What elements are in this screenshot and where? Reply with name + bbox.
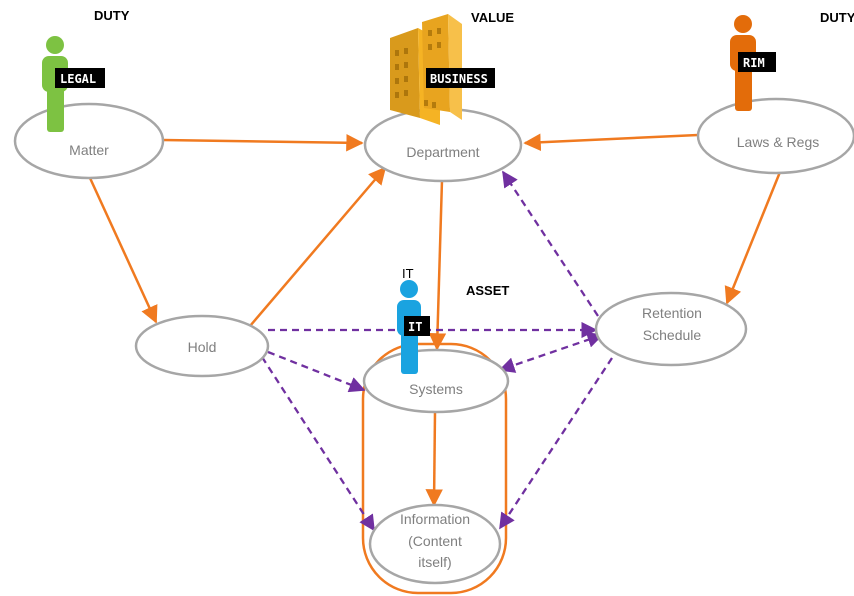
- node-hold: Hold: [134, 314, 270, 378]
- it-caption: IT: [402, 266, 414, 281]
- duty-left-header: DUTY: [94, 8, 130, 23]
- information-label-line2: (Content: [408, 533, 462, 549]
- asset-header: ASSET: [466, 283, 509, 298]
- arrow-retention-systems: [498, 332, 604, 373]
- arrow-matter-department: [162, 134, 364, 152]
- it-badge: [404, 316, 430, 336]
- rim-badge-text: RIM: [743, 56, 765, 70]
- arrow-retention-information: [499, 357, 613, 530]
- duty-right-header: DUTY: [820, 10, 854, 25]
- purple-arrows: [261, 170, 613, 532]
- information-label-line1: Information: [400, 511, 470, 527]
- hold-shape: [134, 314, 270, 378]
- information-label-line3: itself): [418, 554, 451, 570]
- arrow-matter-hold: [88, 177, 158, 324]
- arrow-hold-department: [249, 166, 387, 327]
- node-department: Department: [363, 107, 523, 183]
- node-matter: Matter: [13, 102, 165, 180]
- laws-regs-shape: [696, 97, 854, 175]
- business-badge: [426, 68, 495, 88]
- node-retention-schedule: Retention Schedule: [594, 291, 748, 367]
- rim-person-icon: RIM: [730, 15, 776, 111]
- orange-arrows: [88, 133, 782, 507]
- retention-shape: [594, 291, 748, 367]
- business-badge-text: BUSINESS: [430, 72, 488, 86]
- legal-badge: [55, 68, 105, 88]
- retention-label-line1: Retention: [642, 305, 702, 321]
- node-laws-regs: Laws & Regs: [696, 97, 854, 175]
- it-person-icon: IT: [397, 280, 430, 374]
- legal-badge-text: LEGAL: [60, 72, 96, 86]
- business-building-icon: BUSINESS: [390, 14, 495, 125]
- arrow-hold-systems: [267, 350, 366, 393]
- arrow-department-systems: [428, 179, 447, 351]
- hold-label: Hold: [188, 339, 217, 355]
- node-information: Information (Content itself): [368, 503, 502, 585]
- laws-regs-label: Laws & Regs: [737, 134, 819, 150]
- systems-label: Systems: [409, 381, 463, 397]
- matter-label: Matter: [69, 142, 109, 158]
- department-label: Department: [406, 144, 479, 160]
- legal-person-icon: LEGAL: [42, 36, 105, 132]
- rim-badge: [738, 52, 776, 72]
- value-header: VALUE: [471, 10, 514, 25]
- arrow-systems-information: [425, 411, 443, 507]
- it-badge-text: IT: [408, 320, 422, 334]
- arrow-hold-information: [261, 356, 375, 532]
- node-systems: Systems: [362, 348, 510, 414]
- matter-shape: [13, 102, 165, 180]
- arrow-retention-department: [502, 170, 599, 317]
- retention-label-line2: Schedule: [643, 327, 702, 343]
- information-shape: [368, 503, 502, 585]
- arrow-laws-department: [523, 133, 699, 152]
- arrow-laws-retention: [724, 171, 782, 305]
- systems-shape: [362, 348, 510, 414]
